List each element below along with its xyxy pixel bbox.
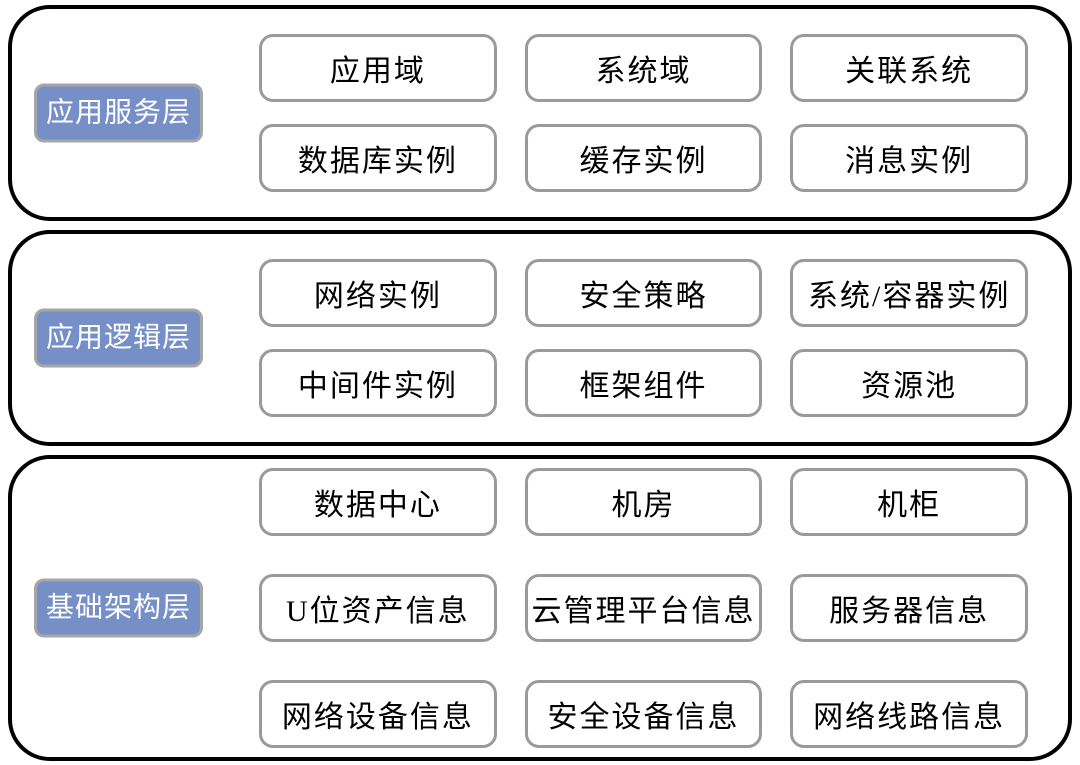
- diagram-box: U位资产信息: [259, 574, 497, 642]
- diagram-box: 安全设备信息: [524, 680, 763, 748]
- diagram-box: 机柜: [790, 468, 1028, 536]
- layer-boxes: 应用域系统域关联系统数据库实例缓存实例消息实例: [259, 34, 1028, 192]
- diagram-box: 消息实例: [790, 124, 1028, 192]
- diagram-box: 网络线路信息: [790, 680, 1028, 748]
- diagram-box: 框架组件: [524, 349, 763, 417]
- diagram-box: 中间件实例: [259, 349, 497, 417]
- diagram-box: 机房: [524, 468, 763, 536]
- diagram-box: 数据库实例: [259, 124, 497, 192]
- diagram-box: 资源池: [790, 349, 1028, 417]
- diagram-box: 关联系统: [790, 34, 1028, 102]
- diagram-box: 系统域: [524, 34, 763, 102]
- diagram-box: 网络实例: [259, 259, 497, 327]
- layer-label: 应用逻辑层: [34, 308, 204, 368]
- layer-2: 应用逻辑层网络实例安全策略系统/容器实例中间件实例框架组件资源池: [8, 230, 1072, 446]
- diagram-box: 网络设备信息: [259, 680, 497, 748]
- diagram-box: 系统/容器实例: [790, 259, 1028, 327]
- diagram-box: 缓存实例: [524, 124, 763, 192]
- layer-3: 基础架构层数据中心机房机柜 U位资产信息云管理平台信息服务器信息网络设备信息安全设…: [8, 455, 1072, 761]
- layer-boxes: 网络实例安全策略系统/容器实例中间件实例框架组件资源池: [259, 259, 1028, 417]
- diagram-box: 云管理平台信息: [524, 574, 763, 642]
- layer-1: 应用服务层应用域系统域关联系统数据库实例缓存实例消息实例: [8, 5, 1072, 221]
- diagram-box: 应用域: [259, 34, 497, 102]
- layer-boxes: 数据中心机房机柜 U位资产信息云管理平台信息服务器信息网络设备信息安全设备信息网络…: [259, 468, 1028, 748]
- diagram-box: 服务器信息: [790, 574, 1028, 642]
- layer-label: 应用服务层: [34, 83, 204, 143]
- diagram-box: 安全策略: [524, 259, 763, 327]
- layer-label: 基础架构层: [34, 578, 204, 638]
- diagram-box: 数据中心: [259, 468, 497, 536]
